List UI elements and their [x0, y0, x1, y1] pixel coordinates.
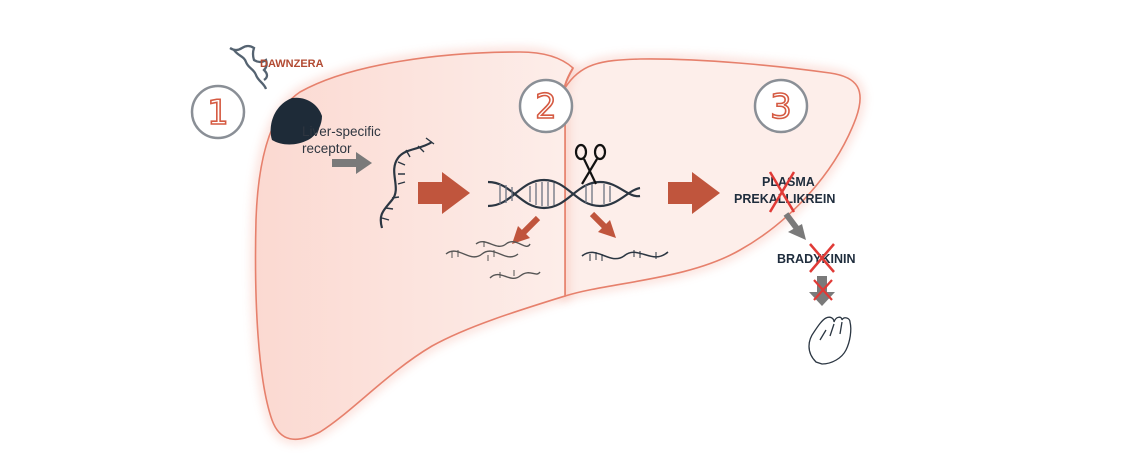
mrna-fragments-left	[445, 241, 541, 279]
red-arrow-degraded-left	[512, 215, 541, 244]
blocked-x-mark	[768, 171, 796, 213]
wavy-strand-icon	[229, 44, 269, 81]
receptor-label-line-1: Liver-specific	[302, 124, 381, 139]
scissors-icon	[574, 143, 607, 185]
step-3-badge	[753, 78, 809, 134]
step-1-number: 1	[207, 93, 229, 133]
prekallikrein-label: PREKALLIKREIN	[734, 192, 835, 206]
gray-arrow	[332, 152, 372, 174]
bradykinin-label: BRADYKININ	[777, 252, 855, 266]
step-2-badge	[518, 78, 574, 134]
red-arrow-step-1-to-2	[418, 172, 470, 214]
single-strand-rna-icon	[379, 137, 435, 229]
gray-arrow	[783, 212, 806, 240]
blocked-x-mark	[813, 279, 833, 301]
step-2-number: 2	[535, 87, 557, 127]
dna-double-helix-icon	[487, 178, 641, 210]
blocked-x-mark	[809, 243, 835, 273]
mrna-fragment-right	[581, 250, 669, 261]
red-arrow-step-2-to-3	[668, 172, 720, 214]
receptor-label-line-2: receptor	[302, 141, 352, 156]
step-1-badge	[190, 84, 246, 140]
liver-left-lobe	[252, 48, 578, 443]
liver-specific-receptor	[270, 97, 322, 145]
hand-icon	[808, 316, 852, 365]
drug-label: DAWNZERA	[260, 58, 324, 70]
wavy-strand-icon	[233, 49, 268, 90]
step-3-number: 3	[770, 87, 792, 127]
red-arrow-degraded-right	[589, 211, 616, 238]
